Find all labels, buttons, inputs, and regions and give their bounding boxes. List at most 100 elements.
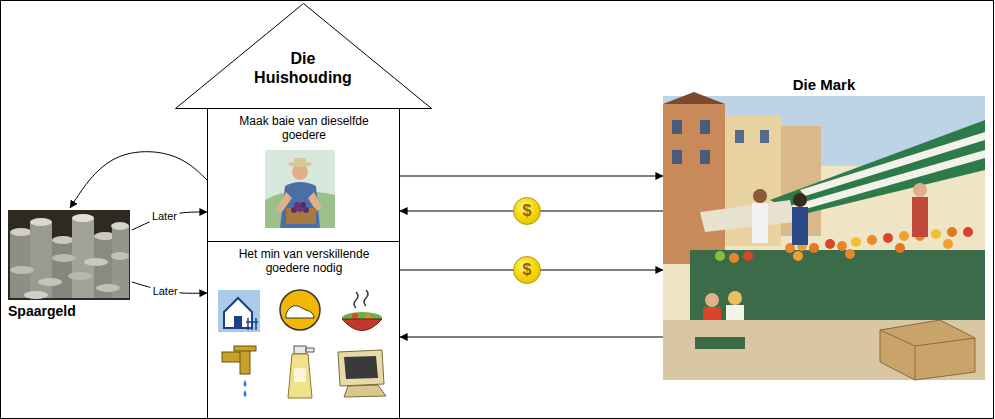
farmer-picture-part bbox=[303, 207, 309, 213]
market-picture-part bbox=[760, 130, 769, 143]
roof-triangle bbox=[176, 4, 432, 109]
coins-picture-part bbox=[52, 236, 74, 244]
coins-picture-part bbox=[96, 284, 120, 292]
fruit-part bbox=[943, 239, 953, 249]
coins-picture-part bbox=[111, 252, 129, 260]
people-part bbox=[912, 197, 928, 237]
fruit-part bbox=[825, 239, 835, 249]
fruit-part bbox=[793, 251, 803, 261]
bowl-icon-part bbox=[352, 313, 358, 319]
house-heading: Die Huishouding bbox=[243, 49, 363, 87]
coins-picture-part bbox=[10, 228, 32, 236]
tap-icon-part bbox=[240, 350, 250, 374]
edge-label: Later bbox=[150, 210, 179, 222]
coins-picture-part bbox=[10, 266, 34, 274]
people bbox=[703, 183, 928, 337]
market-picture-part bbox=[735, 130, 744, 143]
coins-picture-part bbox=[52, 254, 76, 262]
house-icon-part bbox=[234, 316, 242, 328]
fruit-part bbox=[883, 233, 893, 243]
savings-picture-node: Spaargeld bbox=[8, 208, 132, 326]
coins-picture-part bbox=[30, 218, 52, 226]
box-text: Maak baie van dieselfde goedere bbox=[229, 114, 379, 143]
house-icon-part bbox=[246, 318, 258, 330]
spray-bottle-icon bbox=[288, 346, 314, 398]
spray-bottle-icon-part bbox=[306, 348, 314, 352]
fruit-part bbox=[845, 249, 855, 259]
market-picture-part bbox=[663, 92, 725, 104]
farmer-picture-part bbox=[300, 202, 306, 208]
people-part bbox=[913, 183, 927, 197]
spray-bottle-icon-part bbox=[294, 368, 306, 382]
coins-picture-part bbox=[10, 232, 32, 298]
market-picture-part bbox=[672, 120, 682, 134]
fruit-part bbox=[809, 243, 819, 253]
tap-icon bbox=[222, 346, 256, 397]
market-picture-part bbox=[700, 150, 710, 164]
fruit-part bbox=[895, 243, 905, 253]
flow-arrow bbox=[400, 337, 663, 338]
house-icon bbox=[218, 290, 260, 332]
people-part bbox=[752, 203, 768, 243]
process-box: Maak baie van dieselfde goedere bbox=[207, 108, 400, 242]
shoe-icon bbox=[280, 290, 320, 330]
market-picture-part bbox=[790, 150, 985, 212]
tap-icon-part bbox=[234, 346, 256, 351]
farmer-picture-part bbox=[294, 202, 300, 208]
market-picture-part bbox=[880, 320, 975, 380]
market-picture-part bbox=[663, 96, 985, 380]
fruit-part bbox=[947, 227, 957, 237]
coins-picture-part bbox=[111, 222, 129, 230]
coins-picture-part bbox=[68, 272, 92, 280]
market-picture-part bbox=[663, 320, 985, 380]
spray-bottle-icon-part bbox=[294, 346, 306, 354]
market-picture-part bbox=[700, 120, 710, 134]
coin-symbol: $ bbox=[513, 197, 541, 225]
market-picture-part bbox=[695, 337, 745, 349]
fruit-part bbox=[867, 235, 877, 245]
bowl-icon-part bbox=[354, 290, 368, 308]
farmer-picture-part bbox=[291, 207, 297, 213]
process-box: Het min van verskillende goedere nodig bbox=[207, 241, 400, 419]
flow-arrow bbox=[400, 176, 663, 177]
market-picture-part bbox=[663, 104, 725, 264]
computer-icon bbox=[338, 350, 386, 397]
computer-icon-part bbox=[338, 350, 384, 386]
bowl-icon bbox=[342, 290, 382, 331]
farmer-picture-part bbox=[294, 158, 306, 164]
fruit-part bbox=[851, 237, 861, 247]
coin-symbol: $ bbox=[513, 256, 541, 284]
edge-label: Later bbox=[151, 285, 180, 297]
curved-arrow bbox=[70, 152, 207, 208]
fruit-part bbox=[963, 227, 973, 237]
coins-picture bbox=[8, 210, 130, 300]
fruit-part bbox=[931, 229, 941, 239]
shoe-icon-part bbox=[286, 306, 314, 318]
tap-icon-part bbox=[244, 390, 247, 397]
shoe-icon-part bbox=[280, 290, 320, 330]
market-picture-part bbox=[770, 120, 985, 215]
people-part bbox=[705, 293, 719, 307]
people-part bbox=[753, 189, 767, 203]
coins-picture-part bbox=[84, 258, 108, 266]
fruit-part bbox=[743, 251, 753, 261]
bowl-icon-part bbox=[342, 319, 382, 331]
market-picture bbox=[663, 92, 985, 380]
coins-picture-part bbox=[30, 222, 52, 298]
market-picture-part bbox=[880, 330, 975, 380]
house-icon-part bbox=[218, 290, 260, 332]
fruit-part bbox=[837, 241, 847, 251]
coins-picture-part bbox=[72, 214, 94, 222]
computer-icon-part bbox=[344, 356, 378, 379]
household-house: Die HuishoudingMaak baie van dieselfde g… bbox=[175, 3, 432, 419]
market-picture-part bbox=[700, 200, 795, 232]
coins-picture-part bbox=[8, 210, 130, 300]
coins-picture-part bbox=[24, 291, 48, 299]
picture-heading: Die Mark bbox=[663, 76, 985, 94]
coins-picture-part bbox=[38, 278, 62, 286]
people-part bbox=[728, 291, 742, 305]
fruit-part bbox=[715, 251, 725, 261]
computer-icon-part bbox=[344, 385, 386, 397]
